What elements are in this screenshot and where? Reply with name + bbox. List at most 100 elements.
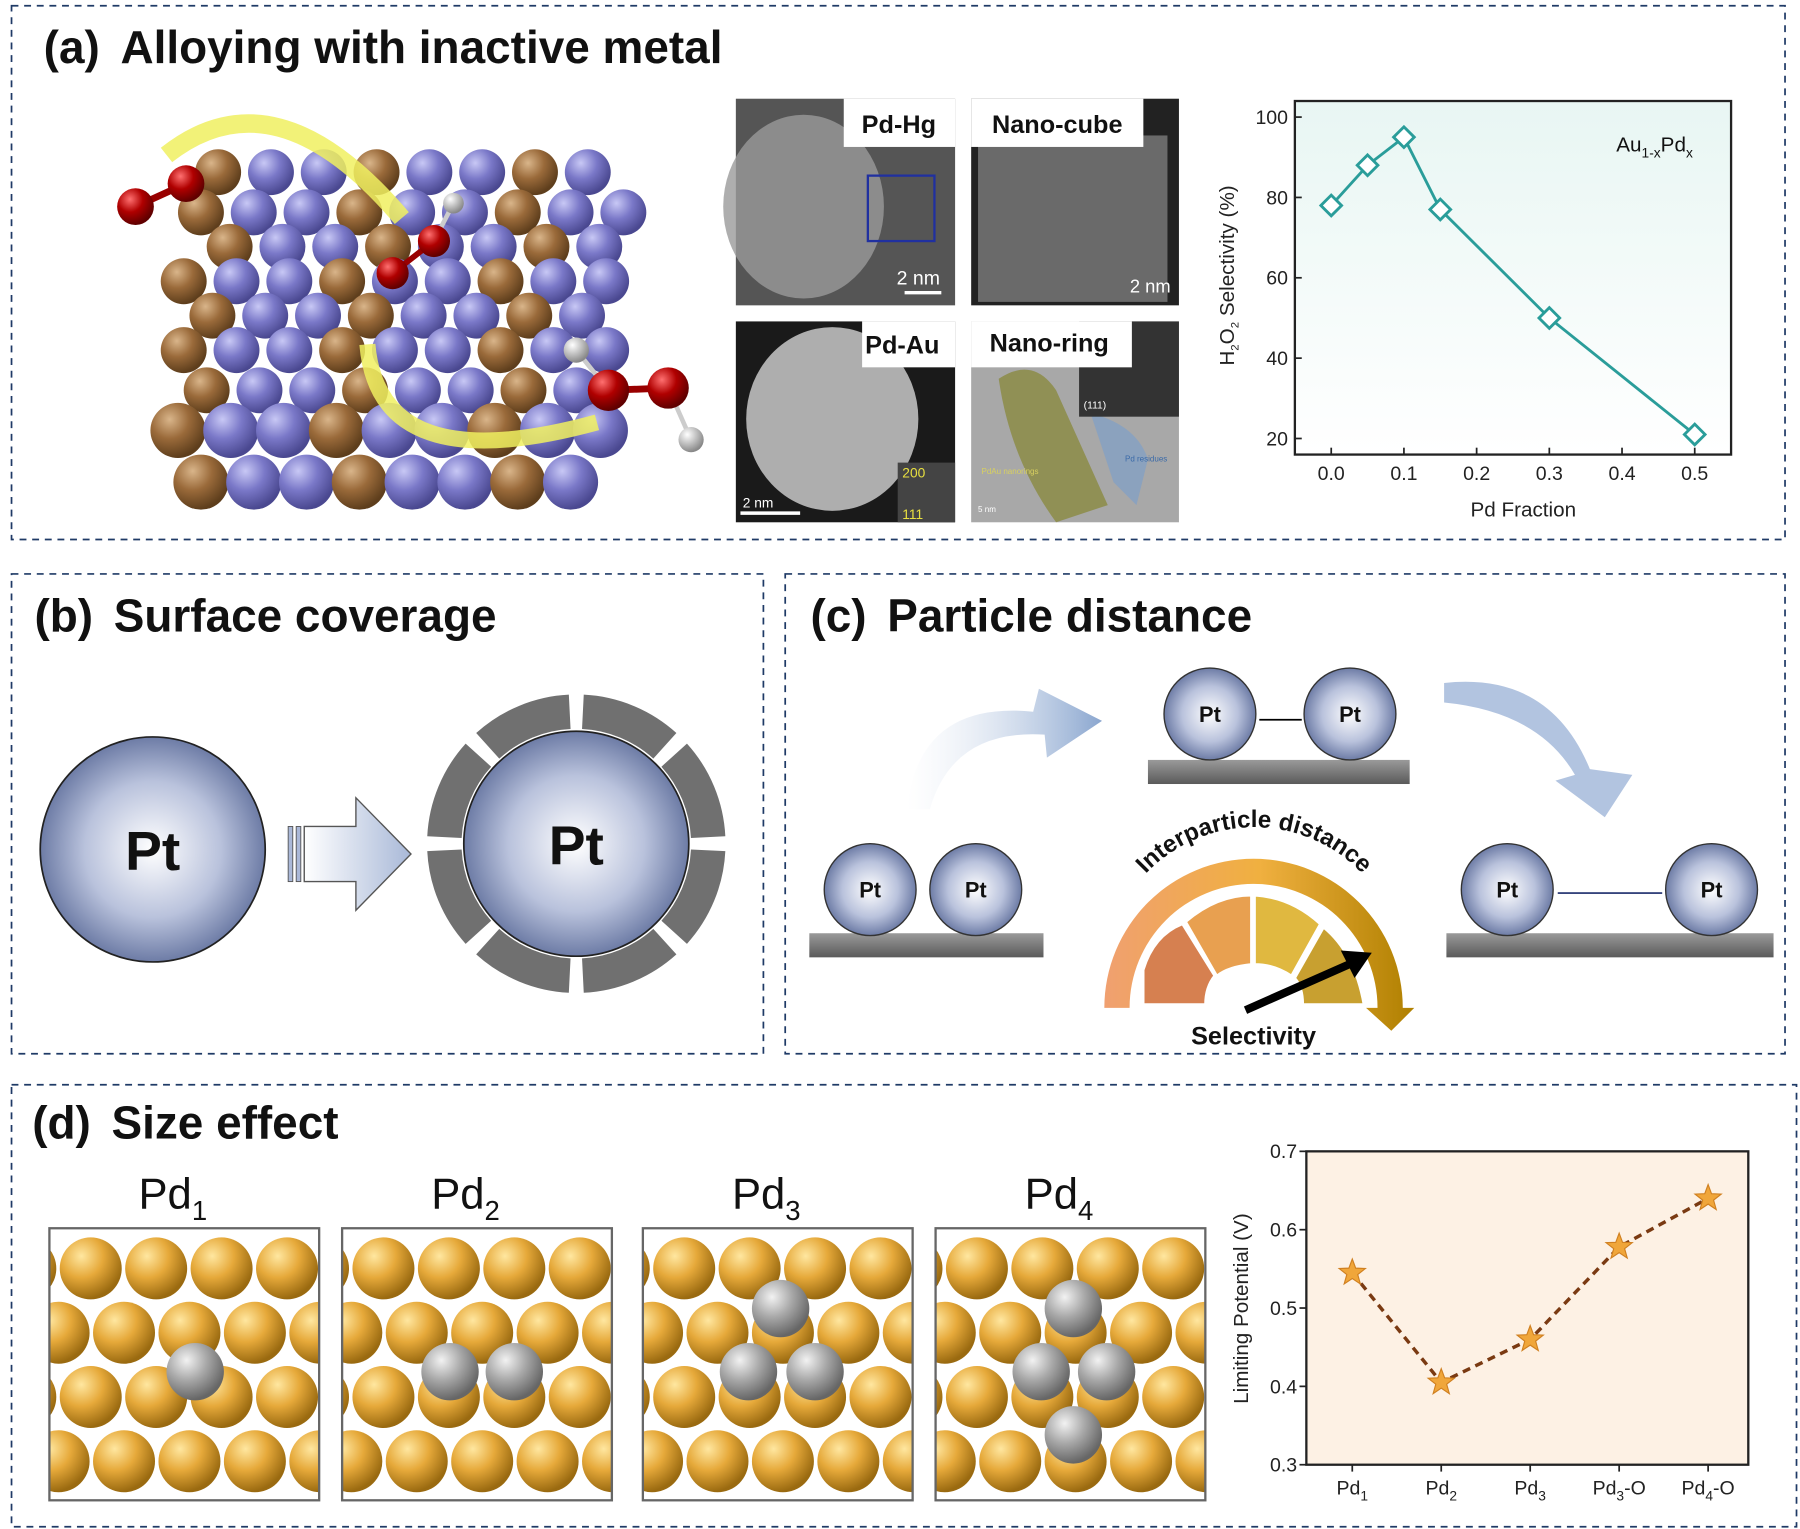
y-axis-label: Limiting Potential (V) bbox=[1230, 1213, 1253, 1404]
pd-atom bbox=[259, 223, 306, 270]
au-atom bbox=[642, 1301, 684, 1364]
pd-atom bbox=[213, 258, 260, 305]
pd-atom bbox=[1077, 1343, 1136, 1401]
au-atom bbox=[59, 1365, 122, 1428]
au-atom bbox=[1142, 1237, 1205, 1300]
fft-index: 200 bbox=[902, 466, 925, 481]
pd-atom bbox=[421, 1343, 479, 1401]
coverage-segment bbox=[476, 928, 571, 993]
scale-bar-label: 5 nm bbox=[978, 505, 996, 514]
pd-atom bbox=[583, 258, 630, 305]
arrow-right-icon bbox=[287, 796, 412, 912]
inactive-metal-atom bbox=[308, 402, 364, 459]
au-atom bbox=[582, 1301, 612, 1364]
reaction-arrow-bottom bbox=[359, 343, 600, 449]
inactive-metal-atom bbox=[347, 292, 394, 339]
y-tick-label: 40 bbox=[1266, 348, 1288, 370]
pd-atom bbox=[583, 327, 630, 374]
pt-label: Pt bbox=[549, 814, 604, 876]
au-atom bbox=[342, 1248, 349, 1288]
inactive-metal-atom bbox=[173, 454, 229, 510]
coverage-segment bbox=[661, 743, 726, 838]
data-point-diamond bbox=[1318, 193, 1344, 218]
pt-particle-bare bbox=[39, 736, 267, 963]
pd-atom bbox=[576, 223, 623, 270]
pd-atom bbox=[242, 292, 289, 339]
alloy-lattice-model bbox=[150, 149, 647, 510]
pd-atom bbox=[470, 223, 517, 270]
inactive-metal-atom bbox=[331, 454, 387, 510]
limiting-potential-chart: Limiting Potential (V) 0.30.40.50.60.7Pd… bbox=[1230, 1141, 1750, 1504]
au-atom bbox=[483, 1237, 546, 1300]
pd-atom bbox=[572, 402, 628, 459]
oxygen-atom bbox=[647, 367, 689, 409]
inactive-metal-atom bbox=[494, 189, 541, 236]
x-tick-label: 0.4 bbox=[1608, 463, 1635, 485]
au-atom bbox=[352, 1365, 415, 1428]
pd-atom bbox=[295, 292, 341, 339]
tem-label: Nano-ring bbox=[990, 329, 1109, 357]
au-atom bbox=[342, 1301, 383, 1364]
pt-label: Pt bbox=[1339, 702, 1361, 727]
au-atom bbox=[653, 1237, 716, 1300]
au-atom bbox=[882, 1301, 913, 1364]
inactive-metal-atom bbox=[195, 149, 242, 196]
series-line bbox=[1330, 134, 1696, 436]
inactive-metal-atom bbox=[477, 327, 524, 374]
coverage-segment bbox=[427, 743, 492, 838]
inactive-metal-atom bbox=[160, 258, 207, 305]
au-atom bbox=[385, 1301, 448, 1364]
panel-a-title: (a)Alloying with inactive metal bbox=[44, 21, 723, 73]
oxygen-atom bbox=[117, 188, 154, 225]
scale-bar-label: 2 nm bbox=[897, 268, 940, 290]
fft-index: 111 bbox=[902, 507, 923, 522]
tem-pd-au: Pd-Au 200 111 2 nm bbox=[735, 321, 956, 523]
pt-particle bbox=[823, 843, 917, 937]
x-tick-label: Pd4-O bbox=[1682, 1478, 1735, 1504]
au-atom bbox=[93, 1430, 156, 1493]
y-tick-label: 20 bbox=[1266, 428, 1288, 450]
pd-atom bbox=[530, 327, 577, 374]
pd-atom bbox=[559, 292, 605, 339]
coverage-segment bbox=[582, 694, 677, 759]
pt-label: Pt bbox=[965, 878, 987, 903]
pd-atom bbox=[564, 149, 611, 196]
y-tick-label: 60 bbox=[1266, 268, 1288, 290]
panel-b-title: (b)Surface coverage bbox=[34, 589, 496, 641]
pd-atom bbox=[371, 327, 418, 374]
pd-atom bbox=[751, 1279, 810, 1338]
au-atom bbox=[385, 1430, 448, 1493]
pd-atom bbox=[289, 367, 336, 414]
au-atom bbox=[223, 1301, 286, 1364]
au-atom bbox=[817, 1430, 880, 1493]
coverage-segment bbox=[476, 694, 571, 759]
pd-atom bbox=[394, 367, 441, 414]
pd-atom bbox=[256, 402, 312, 459]
y-tick-label: 0.4 bbox=[1270, 1376, 1297, 1398]
x-tick-label: 0.2 bbox=[1463, 463, 1490, 485]
substrate bbox=[809, 933, 1044, 958]
au-atom bbox=[849, 1365, 912, 1428]
cluster-label: Pd3 bbox=[732, 1171, 801, 1226]
pd-atom bbox=[400, 292, 447, 339]
x-tick-label: Pd3-O bbox=[1593, 1478, 1646, 1504]
oxygen-atom bbox=[587, 369, 630, 411]
au-atom bbox=[516, 1301, 579, 1364]
reaction-arrow-top bbox=[160, 114, 409, 225]
pt-label: Pt bbox=[859, 878, 881, 903]
au-atom bbox=[451, 1301, 514, 1364]
x-tick-label: 0.3 bbox=[1536, 463, 1563, 485]
pd-atom bbox=[553, 367, 600, 414]
au-atom bbox=[945, 1237, 1008, 1300]
substrate bbox=[1147, 759, 1410, 785]
selectivity-gauge: Interparticle distance Selectivity bbox=[1104, 806, 1415, 1051]
y-tick-label: 0.7 bbox=[1270, 1141, 1297, 1163]
tem-nano-ring: (111) Nano-ring PdAu nanorings Pd residu… bbox=[971, 321, 1179, 523]
tem-label: Nano-cube bbox=[992, 111, 1122, 139]
pt-particle bbox=[929, 843, 1023, 937]
pd-atom bbox=[437, 454, 493, 510]
cluster-model bbox=[642, 1228, 913, 1501]
